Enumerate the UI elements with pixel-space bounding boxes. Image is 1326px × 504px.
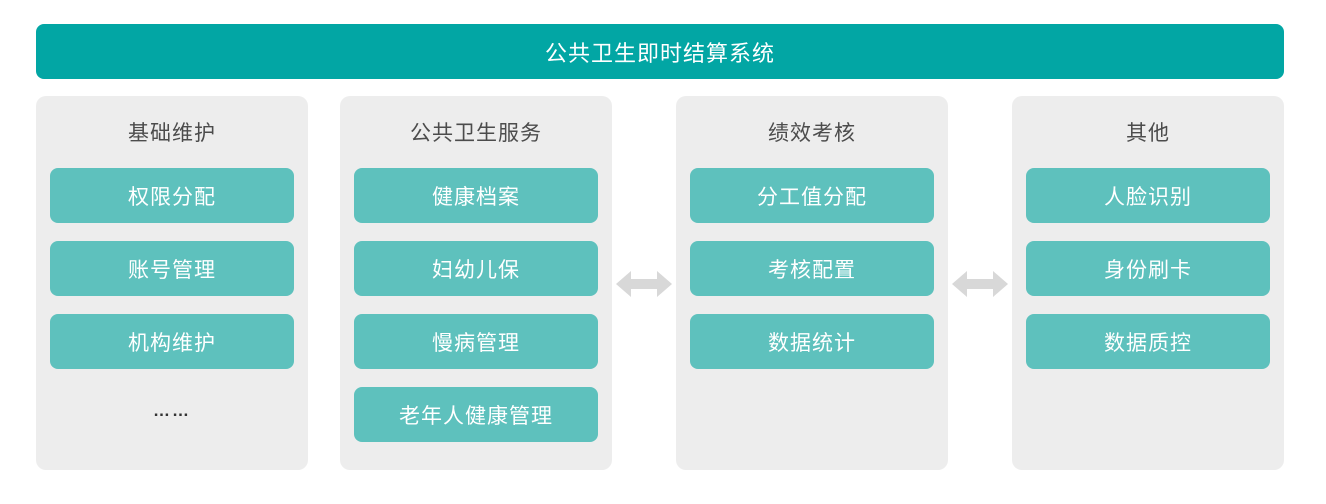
module-box-account-management: 账号管理 [50, 241, 294, 296]
double-arrow-icon [616, 271, 672, 297]
panel-basic-maintenance: 基础维护 权限分配 账号管理 机构维护 …… [36, 96, 308, 470]
header-bar: 公共卫生即时结算系统 [36, 24, 1284, 79]
module-box-data-quality-control: 数据质控 [1026, 314, 1270, 369]
module-box-institution-maintenance: 机构维护 [50, 314, 294, 369]
panel-public-health-services: 公共卫生服务 健康档案 妇幼儿保 慢病管理 老年人健康管理 [340, 96, 612, 470]
panel-title-others: 其他 [1126, 122, 1170, 145]
module-box-permission-assignment: 权限分配 [50, 168, 294, 223]
module-box-data-statistics: 数据统计 [690, 314, 934, 369]
module-box-assessment-configuration: 考核配置 [690, 241, 934, 296]
module-box-maternal-child-care: 妇幼儿保 [354, 241, 598, 296]
module-box-work-value-allocation: 分工值分配 [690, 168, 934, 223]
module-box-face-recognition: 人脸识别 [1026, 168, 1270, 223]
panel-others: 其他 人脸识别 身份刷卡 数据质控 [1012, 96, 1284, 470]
double-arrow-icon [952, 271, 1008, 297]
panel-title-public-health-services: 公共卫生服务 [410, 122, 542, 145]
module-box-elderly-health-management: 老年人健康管理 [354, 387, 598, 442]
module-box-health-records: 健康档案 [354, 168, 598, 223]
ellipsis-text: …… [153, 401, 191, 420]
panel-performance-assessment: 绩效考核 分工值分配 考核配置 数据统计 [676, 96, 948, 470]
module-box-chronic-disease-management: 慢病管理 [354, 314, 598, 369]
page-title: 公共卫生即时结算系统 [544, 40, 775, 66]
module-box-id-card-swipe: 身份刷卡 [1026, 241, 1270, 296]
panel-title-performance-assessment: 绩效考核 [768, 122, 856, 145]
panel-title-basic-maintenance: 基础维护 [128, 122, 216, 145]
